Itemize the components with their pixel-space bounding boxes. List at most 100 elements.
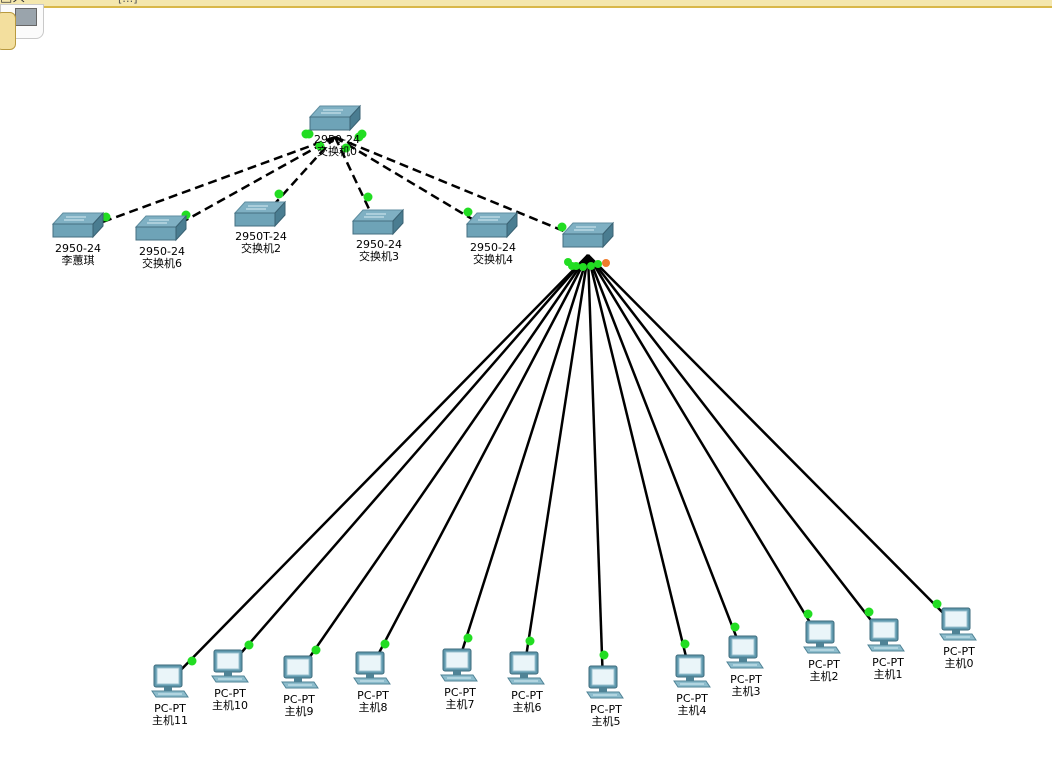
pc-icon [281, 655, 319, 689]
switch-sw4[interactable] [465, 211, 519, 239]
link-sw0-sw4[interactable] [334, 135, 493, 233]
hub-port-light [594, 260, 602, 268]
switch-sw2[interactable] [233, 200, 287, 228]
pc-pc0[interactable] [939, 607, 977, 641]
link-lights-layer [101, 129, 942, 666]
pc-pc9[interactable] [281, 655, 319, 689]
device-name: 主机3 [731, 685, 761, 698]
device-name: 交换机6 [142, 257, 182, 270]
switch-sw_hub[interactable] [561, 221, 615, 249]
device-model: PC-PT [943, 645, 975, 658]
link-sw_hub-pc3[interactable] [586, 254, 745, 655]
switch-icon [308, 104, 362, 132]
device-model: PC-PT [214, 687, 246, 700]
pc-icon [803, 620, 841, 654]
pc-pc1[interactable] [867, 618, 905, 652]
pc-pc6[interactable] [507, 651, 545, 685]
link-sw_hub-pc7[interactable] [455, 254, 590, 668]
switch-sw3[interactable] [351, 208, 405, 236]
hub-port-light [602, 259, 610, 267]
link-sw_hub-pc2[interactable] [586, 254, 822, 640]
pc-icon [353, 651, 391, 685]
link-sw_hub-pc10[interactable] [227, 254, 589, 669]
switch-icon [351, 208, 405, 236]
link-sw_hub-pc5[interactable] [586, 254, 605, 685]
pc-icon [151, 664, 189, 698]
switch-icon [233, 200, 287, 228]
pc-icon [726, 635, 764, 669]
link-sw0-sw_hub[interactable] [334, 135, 589, 243]
pc-pc2[interactable] [803, 620, 841, 654]
device-name: 交换机0 [317, 145, 357, 158]
device-model: PC-PT [511, 689, 543, 702]
switch-sw_lhq[interactable] [51, 211, 105, 239]
link-sw_hub-pc9[interactable] [296, 254, 590, 675]
device-name: 交换机2 [240, 242, 281, 255]
device-model: 2950-24 [139, 245, 185, 258]
link-sw0-sw_lhq[interactable] [77, 135, 336, 233]
device-model: PC-PT [154, 702, 186, 715]
link-light-sw0-sw2-src [315, 141, 325, 151]
pc-pc3[interactable] [726, 635, 764, 669]
link-light-sw_hub-pc3-dst [730, 622, 740, 632]
switch-sw0[interactable] [308, 104, 362, 132]
pc-pc4[interactable] [673, 654, 711, 688]
link-sw_hub-pc1[interactable] [587, 254, 885, 638]
link-sw_hub-pc6[interactable] [522, 254, 590, 671]
device-model: 2950-24 [314, 133, 360, 146]
switch-sw6[interactable] [134, 214, 188, 242]
link-sw_hub-pc4[interactable] [586, 254, 692, 674]
link-sw0-sw3[interactable] [333, 136, 380, 229]
device-model: PC-PT [357, 689, 389, 702]
link-sw0-sw2[interactable] [259, 136, 336, 221]
link-light-sw0-sw2-dst [274, 189, 284, 199]
link-light-sw_hub-pc5-dst [599, 650, 609, 660]
pc-pc8[interactable] [353, 651, 391, 685]
switch-icon [51, 211, 105, 239]
pc-icon [867, 618, 905, 652]
pc-pc11[interactable] [151, 664, 189, 698]
link-sw_hub-pc11[interactable] [167, 254, 589, 684]
link-sw_hub-pc0[interactable] [587, 254, 957, 627]
device-model: PC-PT [590, 703, 622, 716]
device-model: PC-PT [444, 686, 476, 699]
device-name: 主机1 [873, 668, 903, 681]
link-light-sw0-sw3-src [341, 143, 351, 153]
device-name: 交换机3 [359, 250, 399, 263]
pc-icon [211, 649, 249, 683]
pc-pc7[interactable] [440, 648, 478, 682]
device-name: 李蕙琪 [61, 254, 95, 267]
device-name: 主机11 [152, 714, 188, 727]
switch-icon [134, 214, 188, 242]
link-sw_hub-pc8[interactable] [368, 254, 590, 671]
link-light-sw0-sw_hub-dst [557, 222, 567, 232]
hub-port-light [568, 262, 576, 270]
device-model: 2950-24 [55, 242, 101, 255]
pc-pc10[interactable] [211, 649, 249, 683]
lock-icon[interactable] [0, 12, 16, 50]
link-light-sw_hub-pc8-dst [380, 639, 390, 649]
link-light-sw0-sw_lhq-dst [101, 212, 111, 222]
link-light-sw_hub-pc7-dst [463, 633, 473, 643]
link-light-sw0-sw_hub-src [357, 129, 367, 139]
link-light-sw0-sw6-src [304, 129, 314, 139]
device-model: PC-PT [676, 692, 708, 705]
link-light-sw_hub-pc9-dst [311, 645, 321, 655]
link-sw0-sw6[interactable] [160, 135, 336, 236]
pc-pc5[interactable] [586, 665, 624, 699]
